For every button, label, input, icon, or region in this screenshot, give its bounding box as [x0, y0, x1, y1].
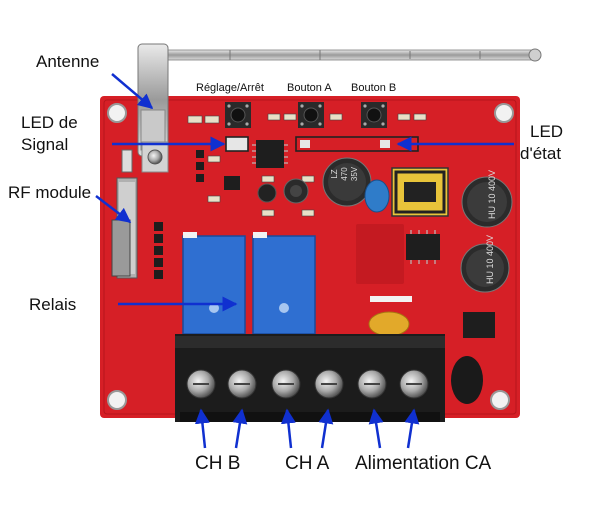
ceramic-capacitor — [364, 179, 390, 213]
capacitor-470uf: LZ47035V — [322, 157, 372, 207]
microcontroller — [256, 140, 284, 168]
bridge-rectifier — [463, 312, 495, 338]
label-relays: Relais — [29, 295, 77, 314]
relay-1 — [182, 232, 246, 335]
svg-text:HU 10 400V: HU 10 400V — [485, 235, 495, 284]
arrow-antenna — [111, 73, 154, 109]
button-b — [361, 102, 387, 128]
relay-2 — [252, 232, 316, 335]
label-button-a: Bouton A — [287, 82, 332, 94]
button-setting — [225, 102, 251, 128]
rf-module — [111, 149, 138, 279]
svg-text:LZ47035V: LZ47035V — [330, 166, 359, 181]
label-button-b: Bouton B — [351, 82, 397, 94]
arrow-rf-module — [95, 195, 132, 223]
arrow-ch-b-2 — [232, 408, 248, 449]
svg-text:HU 10 400V: HU 10 400V — [487, 170, 497, 219]
arrow-ac-1 — [368, 408, 384, 449]
arrow-ch-a-1 — [280, 408, 296, 449]
arrow-ac-2 — [404, 408, 420, 449]
label-button-setting: Réglage/Arrêt — [196, 82, 264, 94]
label-antenna: Antenne — [36, 52, 100, 71]
label-status-led-line1: LED — [530, 122, 564, 141]
capacitor-400v-2: HU 10 400V — [460, 235, 510, 293]
label-signal-led-line2: Signal — [21, 135, 69, 154]
label-signal-led-line1: LED de — [21, 113, 78, 132]
terminal-block — [175, 334, 445, 422]
label-ch-a: CH A — [285, 453, 330, 474]
mounting-holes — [107, 103, 514, 410]
label-rf-module: RF module — [8, 183, 92, 202]
annotation-arrows — [95, 73, 514, 449]
signal-led — [225, 136, 249, 152]
varistor — [451, 356, 483, 404]
terminal-screws — [186, 369, 429, 399]
label-status-led-line2: d'état — [520, 144, 562, 163]
power-ic — [406, 234, 440, 260]
label-ac-power: Alimentation CA — [355, 453, 492, 474]
arrow-ch-b-1 — [194, 408, 210, 449]
x-capacitor — [368, 311, 410, 337]
push-buttons — [225, 102, 387, 128]
label-ch-b: CH B — [195, 453, 241, 474]
transformer — [391, 167, 449, 217]
arrow-ch-a-2 — [318, 408, 334, 449]
header-pins — [154, 150, 204, 279]
button-a — [298, 102, 324, 128]
capacitor-400v-1: HU 10 400V — [461, 170, 513, 228]
